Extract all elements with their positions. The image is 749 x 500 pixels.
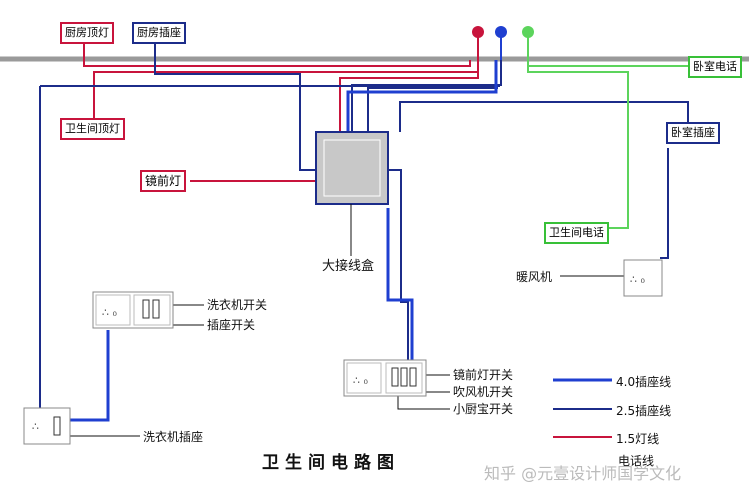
svg-text:∴: ∴ (32, 420, 39, 433)
junction-box (315, 131, 389, 205)
mirror-light-label: 镜前灯 (140, 170, 187, 192)
junction-box-label: 大接线盒 (322, 259, 375, 274)
phone-wires (527, 60, 688, 229)
triple-switch-panel: ∴ ₀ (343, 359, 427, 397)
washer-switch-panel: ∴ ₀ (92, 291, 174, 329)
watermark: 知乎 @元壹设计师国学文化 (484, 464, 682, 483)
bathroom-phone-label: 卫生间电话 (544, 222, 609, 244)
mirror-light-switch-label: 镜前灯开关 (453, 368, 514, 382)
legend-item-2-5: 2.5插座线 (616, 404, 672, 418)
legend-item-phone: 电话线 (618, 454, 655, 468)
heater-fan-outlet: ∴ ₀ (623, 259, 663, 297)
bedroom-phone-label: 卧室电话 (688, 56, 742, 78)
washer-socket-label: 洗衣机插座 (143, 430, 204, 444)
svg-text:∴ ₀: ∴ ₀ (102, 306, 117, 319)
kitchen-socket-label: 厨房插座 (132, 22, 186, 44)
kitchen-ceiling-light-label: 厨房顶灯 (60, 22, 114, 44)
socket-switch-label: 插座开关 (207, 318, 256, 332)
legend-item-1-5: 1.5灯线 (616, 432, 660, 446)
bright-blue-socket-wires (70, 60, 498, 422)
svg-text:∴ ₀: ∴ ₀ (630, 273, 645, 286)
svg-text:∴ ₀: ∴ ₀ (353, 374, 368, 387)
heater-fan-label: 暖风机 (516, 270, 553, 284)
blue-socket-wires (39, 40, 689, 412)
legend-item-4-0: 4.0插座线 (616, 375, 672, 389)
legend-lines (553, 378, 612, 438)
washer-switch-label: 洗衣机开关 (207, 298, 268, 312)
kitchen-treasure-switch-label: 小厨宝开关 (453, 402, 514, 416)
washer-socket-outlet: ∴ (23, 407, 71, 445)
bathroom-ceiling-light-label: 卫生间顶灯 (60, 118, 125, 140)
diagram-title: 卫生间电路图 (262, 453, 400, 473)
bedroom-socket-label: 卧室插座 (666, 122, 720, 144)
blower-switch-label: 吹风机开关 (453, 385, 514, 399)
